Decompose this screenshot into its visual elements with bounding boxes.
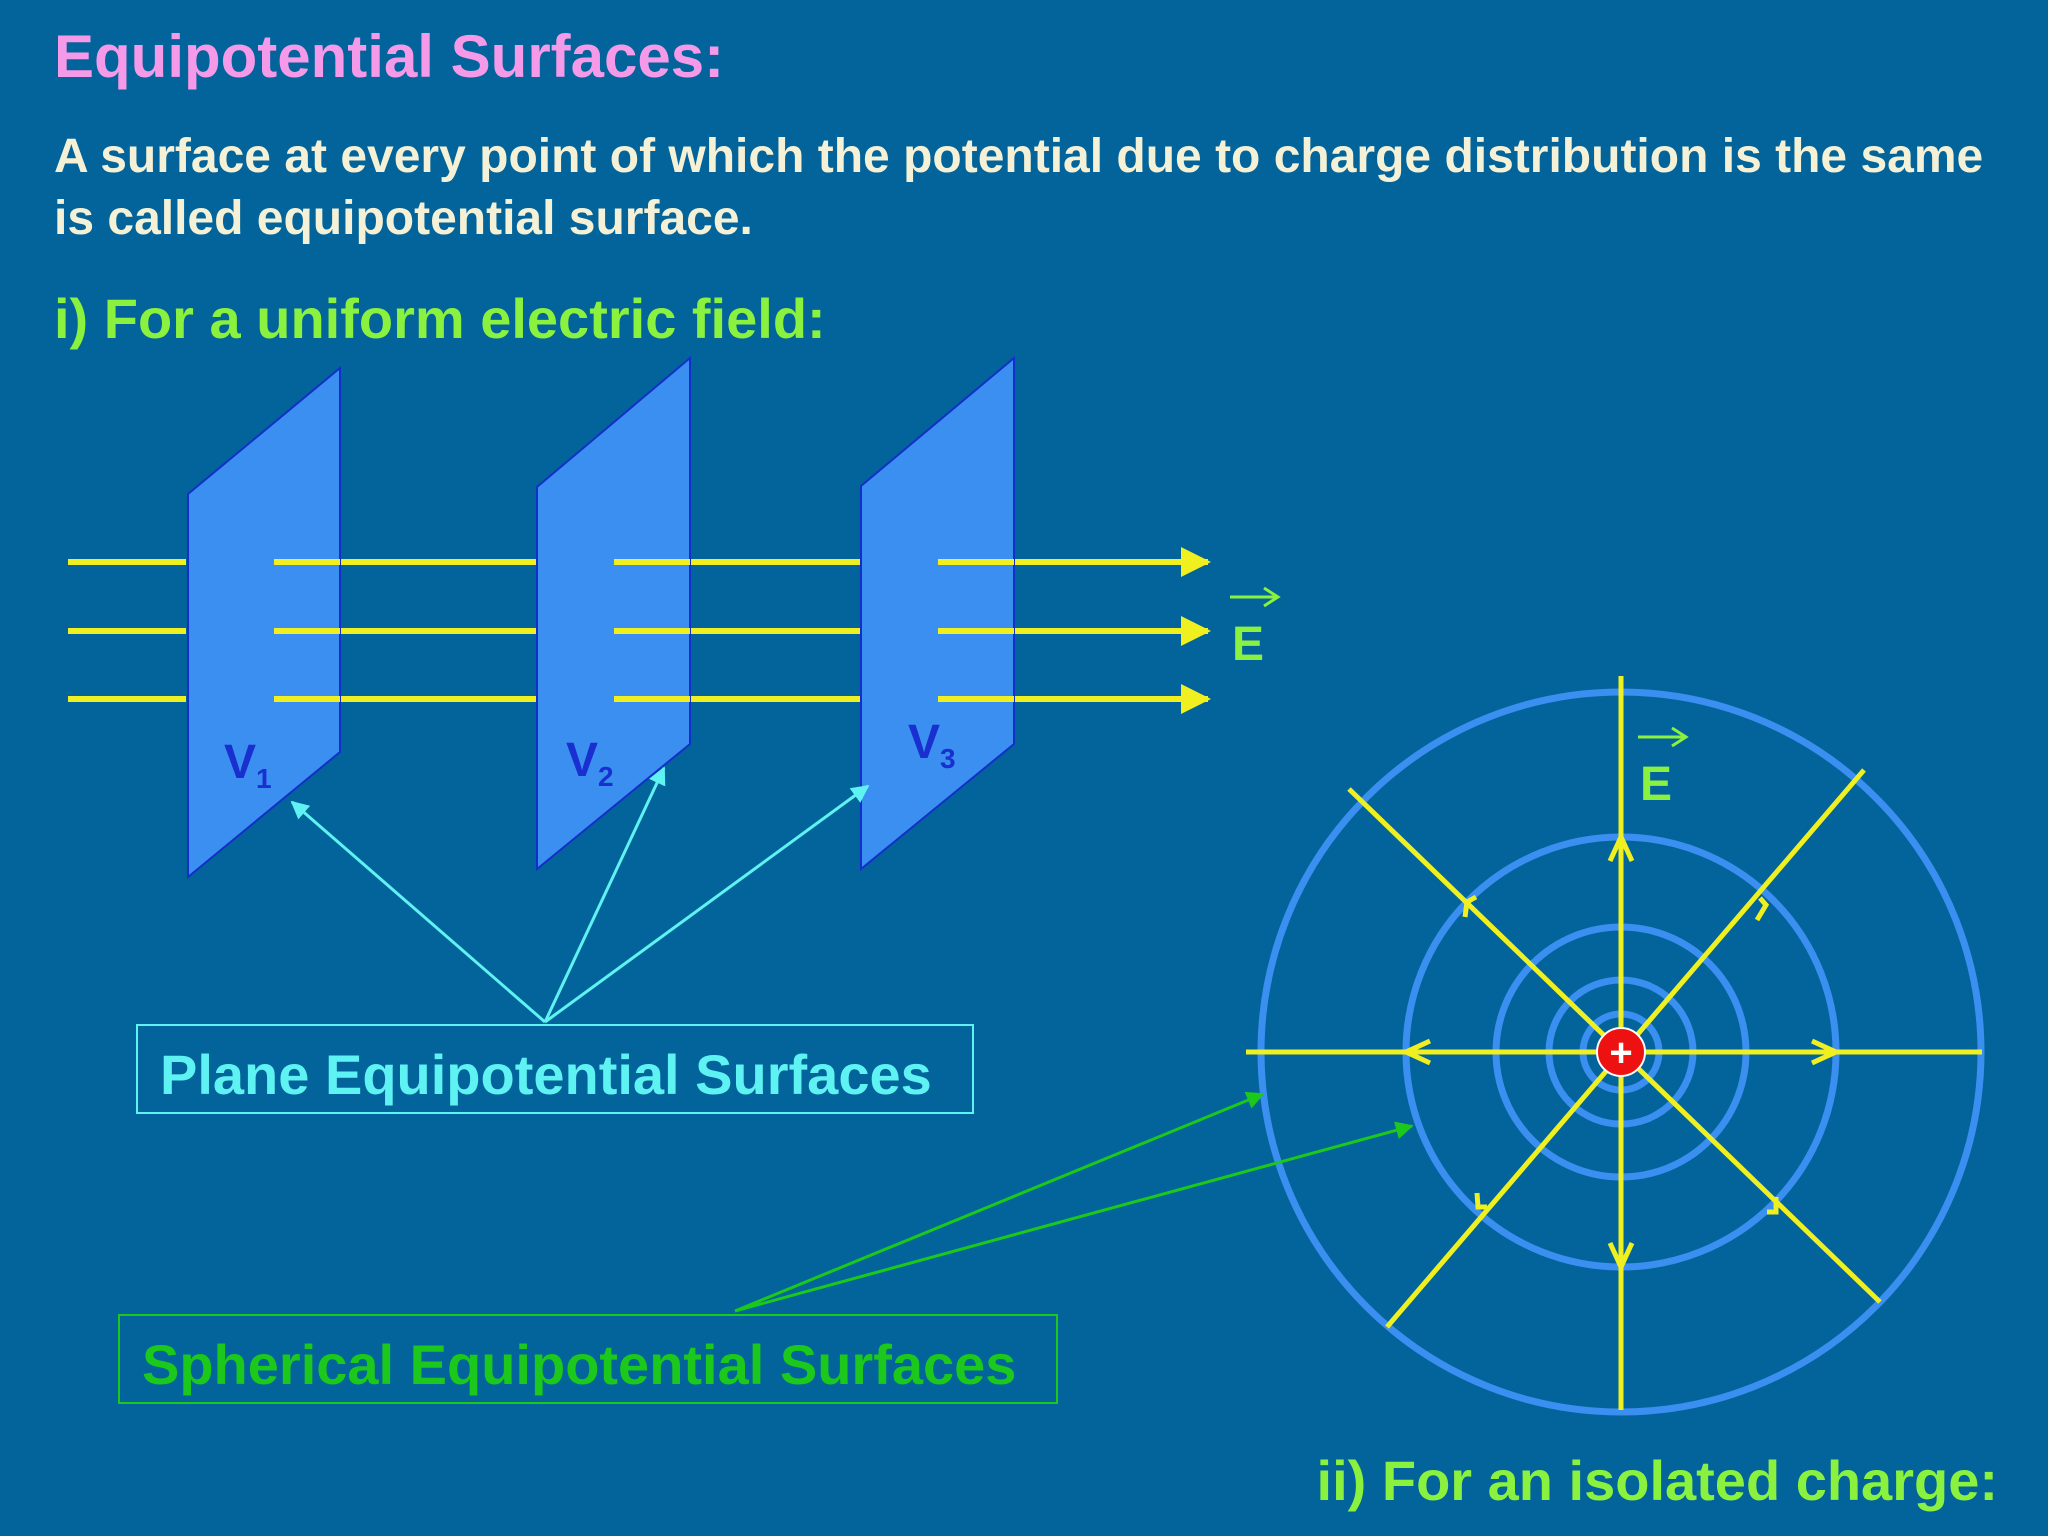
plane-callout-arrows: [290, 766, 870, 1024]
isolated-charge-heading: ii) For an isolated charge:: [1316, 1449, 1998, 1512]
radial-field-arrowheads: [1399, 830, 1843, 1274]
sphere-callout-arrows: [734, 1091, 1414, 1313]
uniform-field-e-symbol: E: [1232, 618, 1264, 671]
plane-v1: [187, 365, 341, 880]
plane-label-v2: V2: [566, 734, 614, 792]
definition-text: A surface at every point of which the po…: [54, 130, 1984, 245]
field-lines-front: [274, 559, 1014, 702]
radial-field-e-symbol: E: [1640, 758, 1672, 811]
charge-sign: +: [1609, 1031, 1632, 1075]
uniform-field-heading: i) For a uniform electric field:: [54, 287, 826, 350]
slide-title: Equipotential Surfaces:: [54, 23, 725, 90]
plane-label-v3: V3: [908, 716, 956, 774]
plane-surfaces-callout: Plane Equipotential Surfaces: [136, 1024, 974, 1114]
equipotential-planes: [187, 355, 1015, 880]
radial-field-e-label: E: [1638, 726, 1689, 811]
plane-labels: V1 V2 V3: [224, 716, 956, 794]
plane-label-v1: V1: [224, 736, 272, 794]
positive-charge: +: [1596, 1027, 1646, 1077]
plane-v2: [536, 355, 691, 872]
uniform-field-e-label: E: [1230, 586, 1281, 671]
plane-v3: [860, 355, 1015, 872]
spherical-surfaces-callout: Spherical Equipotential Surfaces: [118, 1314, 1058, 1404]
